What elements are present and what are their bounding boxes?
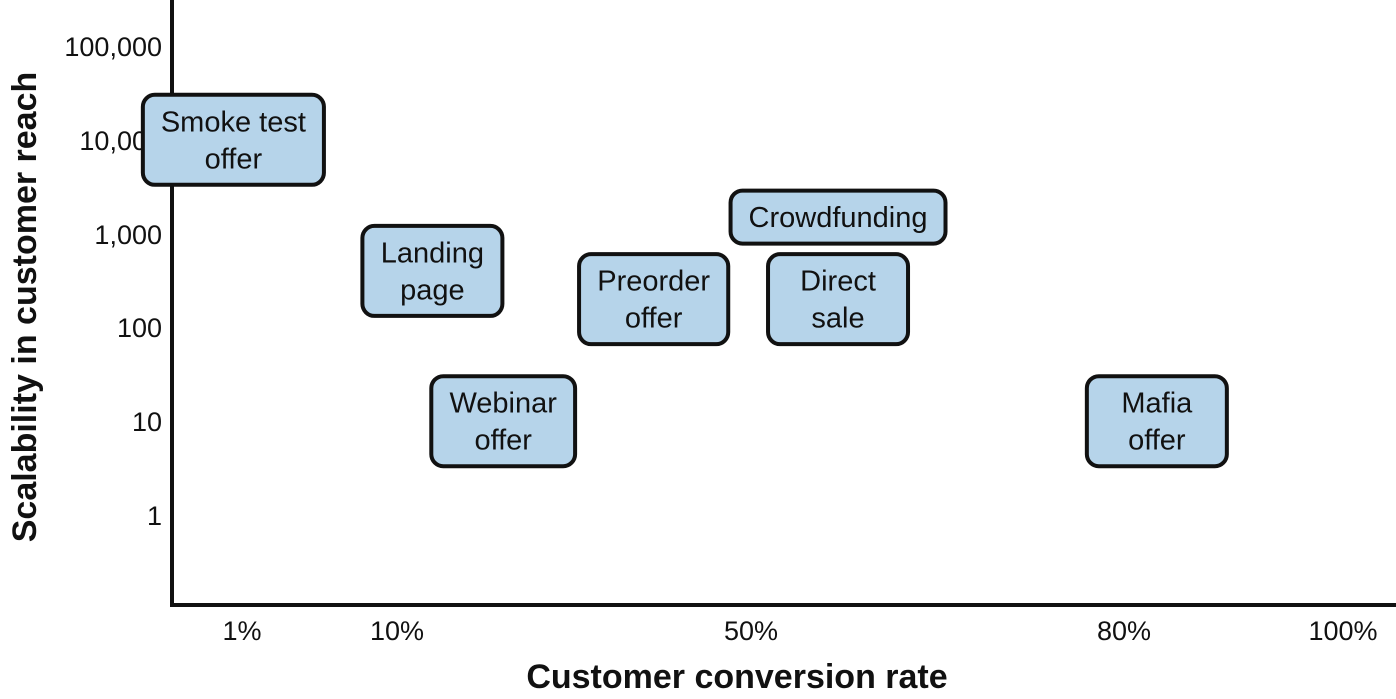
data-point-label: Crowdfunding bbox=[749, 202, 928, 234]
y-axis-title: Scalability in customer reach bbox=[6, 72, 44, 543]
x-tick-label: 10% bbox=[370, 616, 424, 646]
data-point-rect bbox=[140, 92, 326, 187]
data-point-rect bbox=[577, 252, 731, 347]
x-tick-label: 50% bbox=[724, 616, 778, 646]
data-point-box: Crowdfunding bbox=[728, 188, 948, 246]
x-axis-title: Customer conversion rate bbox=[526, 658, 947, 696]
y-tick-label: 1,000 bbox=[94, 220, 162, 250]
y-tick-label: 100,000 bbox=[64, 32, 162, 62]
y-tick-label: 100 bbox=[117, 313, 162, 343]
x-tick-label: 80% bbox=[1097, 616, 1151, 646]
x-tick-label: 1% bbox=[222, 616, 261, 646]
data-point-rect bbox=[1084, 374, 1229, 469]
y-tick-label: 10 bbox=[132, 407, 162, 437]
data-point-rect bbox=[360, 223, 505, 318]
data-point-rect bbox=[728, 188, 948, 246]
x-tick-labels: 1% 10% 50% 80% 100% bbox=[222, 616, 1377, 646]
y-tick-label: 1 bbox=[147, 501, 162, 531]
data-point-rect bbox=[429, 374, 578, 469]
x-tick-label: 100% bbox=[1308, 616, 1377, 646]
data-point-rect bbox=[766, 252, 911, 347]
